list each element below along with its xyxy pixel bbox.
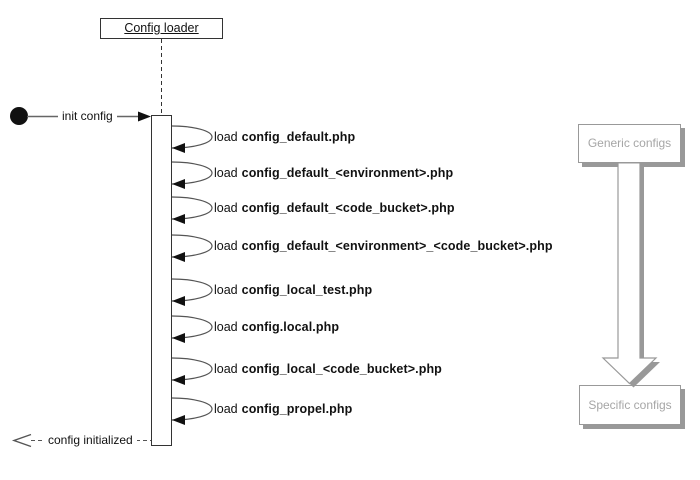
self-call-arrowheads (172, 143, 185, 425)
open-arrowhead-left-icon (11, 433, 32, 448)
return-message-label: config initialized (44, 433, 137, 448)
initial-node-icon (10, 107, 28, 125)
message-filename: config_default_<environment>_<code_bucke… (241, 239, 553, 253)
self-call-arc (171, 125, 213, 149)
message-prefix: load (214, 283, 238, 297)
arrowhead-left-icon (172, 333, 185, 343)
init-message-label: init config (58, 109, 117, 124)
message-filename: config_default_<environment>.php (241, 166, 454, 180)
message-prefix: load (214, 402, 238, 416)
generic-configs-box: Generic configs (578, 124, 681, 163)
message-filename: config_default.php (241, 130, 356, 144)
message-prefix: load (214, 362, 238, 376)
message-prefix: load (214, 320, 238, 334)
message-filename: config_local_test.php (241, 283, 373, 297)
arrowhead-left-icon (172, 214, 185, 224)
message-prefix: load (214, 130, 238, 144)
arrowhead-left-icon (172, 415, 185, 425)
self-call-arc (171, 234, 213, 258)
arrowhead-right-icon (138, 111, 151, 122)
arrowhead-left-icon (172, 143, 185, 153)
message-filename: config.local.php (241, 320, 340, 334)
self-call-arcs (171, 125, 213, 421)
message-filename: config_propel.php (241, 402, 353, 416)
lifeline-title: Config loader (124, 21, 199, 35)
activation-bar (151, 115, 172, 446)
message-prefix: load (214, 166, 238, 180)
message-filename: config_local_<code_bucket>.php (241, 362, 442, 376)
message-prefix: load (214, 239, 238, 253)
message-prefix: load (214, 201, 238, 215)
arrowhead-left-icon (172, 179, 185, 189)
arrowhead-left-icon (172, 375, 185, 385)
self-call-arc (171, 357, 213, 381)
self-call-arc (171, 196, 213, 220)
self-call-arc (171, 161, 213, 185)
arrowhead-left-icon (172, 252, 185, 262)
self-call-arc (171, 278, 213, 302)
self-call-arc (171, 397, 213, 421)
specific-configs-box: Specific configs (579, 385, 681, 425)
lifeline-head-box: Config loader (100, 18, 223, 39)
arrowhead-left-icon (172, 296, 185, 306)
self-call-arc (171, 315, 213, 339)
message-filename: config_default_<code_bucket>.php (241, 201, 455, 215)
